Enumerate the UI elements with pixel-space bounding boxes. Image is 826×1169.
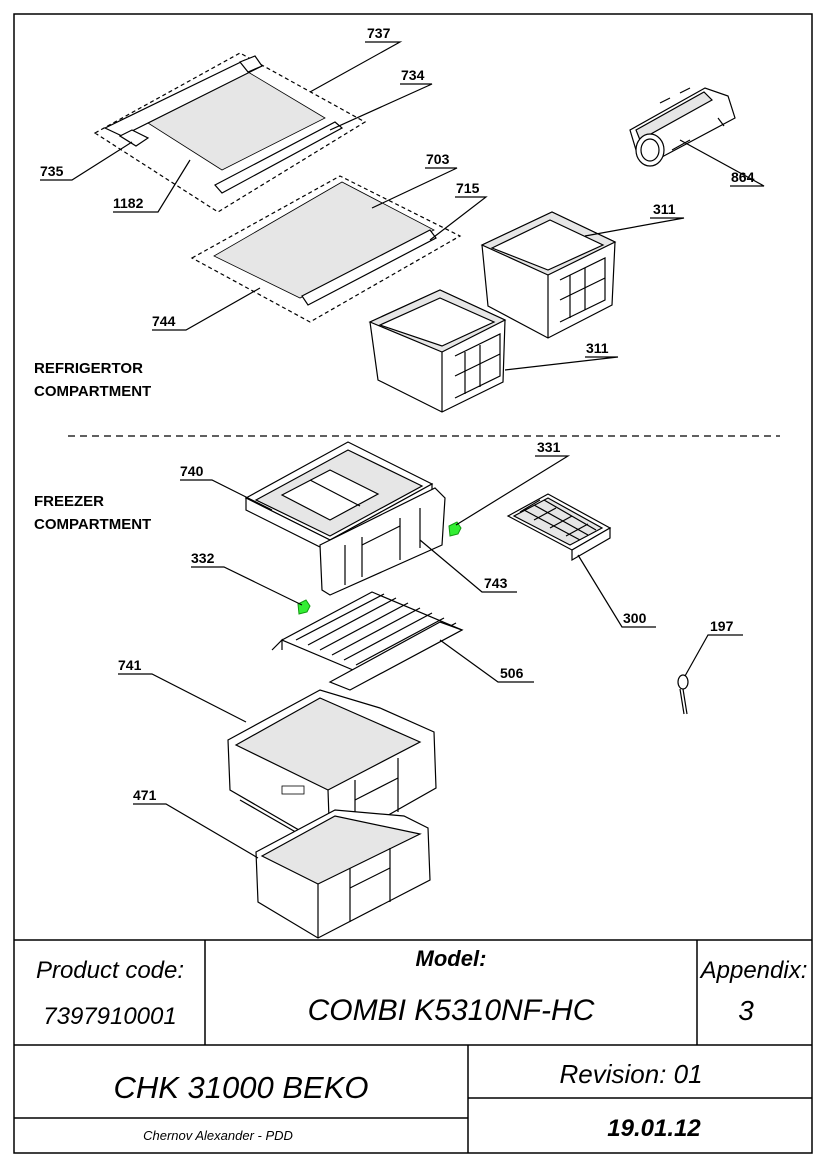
section-label-refrigerator-compartment: COMPARTMENT [34,383,151,400]
glass-shelf-assembly-744 [190,175,462,323]
shelf-bracket-864 [629,87,736,167]
author-name: Chernov Alexander - PDD [143,1128,293,1143]
section-label-freezer: FREEZER [34,493,104,510]
revision-label: Revision: 01 [559,1059,702,1089]
section-label-freezer-compartment: COMPARTMENT [34,516,151,533]
freezer-flap-743 [319,487,446,596]
callout-331: 331 [537,439,561,455]
revision-date: 19.01.12 [607,1115,701,1142]
hinge-clips [297,521,462,615]
appendix-value: 3 [738,995,754,1026]
glass-shelf-assembly-737 [93,52,367,213]
freezer-drawer-741 [227,689,437,849]
model-label: Model: [416,946,487,971]
leaders-freezer [118,455,743,859]
callout-332: 332 [191,550,215,566]
callout-197: 197 [710,618,734,634]
callout-715: 715 [456,180,480,196]
callout-744: 744 [152,313,176,329]
lamp-197 [677,674,689,715]
leaders-refrigerator [40,41,765,371]
callout-311-lower: 311 [586,340,609,356]
callout-740: 740 [180,463,204,479]
callout-734: 734 [401,67,425,83]
chassis-code: CHK 31000 BEKO [113,1070,368,1105]
appendix-label: Appendix: [699,957,808,984]
callout-506: 506 [500,665,524,681]
callout-741: 741 [118,657,142,673]
callout-743: 743 [484,575,508,591]
ice-tray-300 [506,493,612,562]
callout-735: 735 [40,163,64,179]
callout-1182: 1182 [113,195,144,211]
model-value: COMBI K5310NF-HC [308,994,595,1027]
callout-471: 471 [133,787,157,803]
crisper-drawer-311-lower [368,289,507,413]
callout-737: 737 [367,25,391,41]
drawing-frame [13,13,813,1154]
section-label-refrigerator: REFRIGERTOR [34,360,143,377]
title-block [14,939,812,1153]
product-code-label: Product code: [36,957,184,984]
crisper-drawer-311-upper [480,211,617,339]
wire-shelf-506 [271,591,464,691]
callout-300: 300 [623,610,647,626]
callout-703: 703 [426,151,450,167]
product-code-value: 7397910001 [43,1003,176,1030]
freezer-drawer-471 [255,809,431,939]
callout-311-upper: 311 [653,201,676,217]
callout-864: 864 [731,169,755,185]
